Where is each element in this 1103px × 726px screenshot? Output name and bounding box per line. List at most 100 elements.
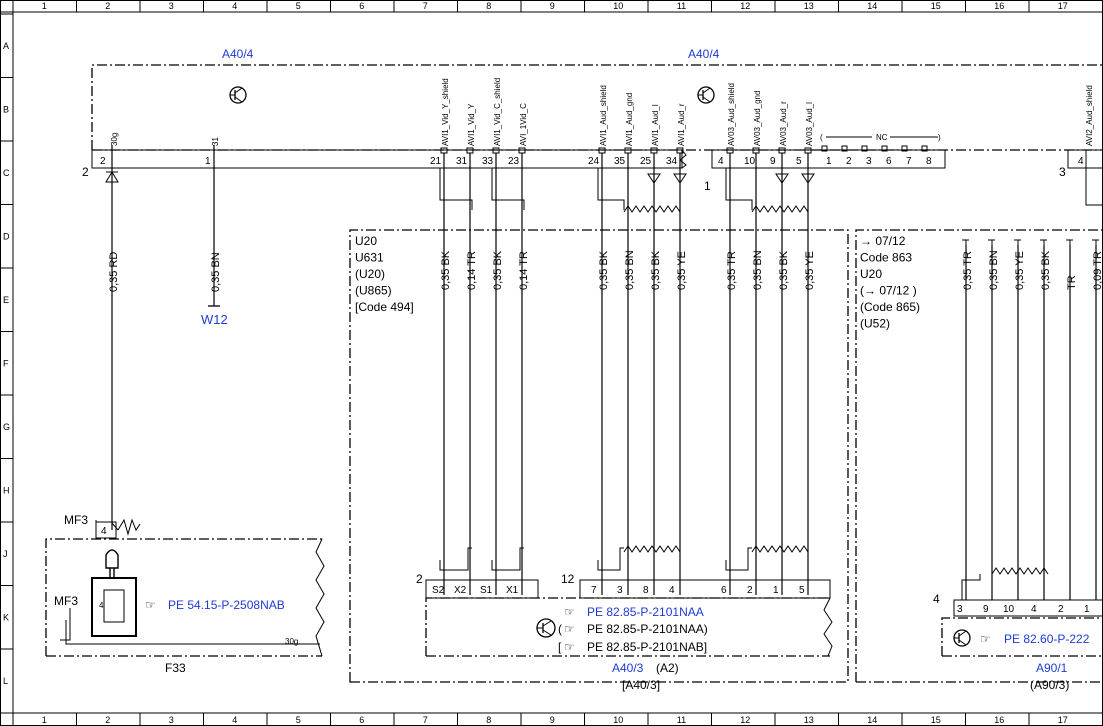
pin-label: 9 (770, 156, 776, 167)
component-label-f33[interactable]: F33 (165, 661, 186, 675)
component-label-a40-4-left: A40/4 (222, 47, 254, 61)
wire-label: 0,35 BK (598, 250, 610, 290)
shield-arrow-icon (775, 173, 789, 184)
shield-arrow-icon (647, 173, 661, 184)
nc-label: NC (876, 133, 888, 142)
code-entry: (→ 07/12 ) (860, 284, 917, 298)
signal-label: AV03_Aud_gnd (753, 91, 762, 146)
row-label: H (3, 485, 10, 495)
shield-sleeve (597, 168, 625, 210)
transistor-icon (953, 629, 971, 647)
wire-label: 0,35 BK (492, 250, 504, 290)
pin-label: 1 (773, 585, 779, 596)
component-label-a40-3[interactable]: A40/3 (612, 661, 644, 675)
fuse-pin-box (95, 521, 117, 539)
pin-label: 4 (718, 156, 724, 167)
column-label-bottom: 9 (550, 715, 555, 725)
pin-label: 2 (1058, 604, 1064, 615)
column-label-bottom: 11 (677, 715, 686, 725)
twisted-pair (623, 545, 681, 553)
column-label-bottom: 10 (613, 715, 623, 725)
label-mf3-bottom: MF3 (54, 594, 78, 608)
pin-label: 6 (886, 156, 892, 167)
signal-label: AV03_Aud_l (805, 102, 814, 146)
column-label-top: 6 (359, 1, 364, 11)
row-label: G (3, 422, 10, 432)
code-entry: (U20) (355, 267, 385, 281)
transistor-icon (536, 618, 556, 638)
wire-label: TR (1066, 275, 1078, 290)
pointing-hand-icon: ☞ (564, 640, 575, 654)
pin-label: 2 (747, 585, 753, 596)
pin-label: X2 (454, 585, 467, 596)
column-label-top: 1 (42, 1, 47, 11)
wire-label-bn: 0,35 BN (210, 252, 222, 292)
fuse-pin-label: 4 (101, 526, 107, 537)
module-a40-3-cut (823, 597, 833, 657)
code-entry: (Code 865) (860, 300, 920, 314)
shield-sleeve (725, 547, 752, 571)
module-a40-4-outline (91, 64, 1103, 150)
column-label-bottom: 2 (105, 715, 110, 725)
code-entry: U20 (355, 234, 377, 248)
signal-label: AV03_Aud_r (779, 101, 788, 146)
column-label-bottom: 4 (232, 715, 237, 725)
connector-number-2: 2 (82, 165, 89, 179)
column-label-top: 4 (232, 1, 237, 11)
pe-reference-a40-3-3[interactable]: PE 82.85-P-2101NAB] (587, 640, 707, 654)
pin-label: 1 (826, 156, 832, 167)
module-a90-1-outline (941, 617, 1103, 656)
pe-reference-a40-3-1[interactable]: PE 82.85-P-2101NAA (587, 605, 704, 619)
shield-arrow-icon (801, 173, 815, 184)
wire-label: 0,35 BK (778, 250, 790, 290)
connector-strip-mid (711, 149, 946, 169)
pin-label: 31 (456, 156, 468, 167)
ground-bus (60, 608, 320, 645)
pin-label: 2 (846, 156, 852, 167)
column-label-bottom: 6 (359, 715, 364, 725)
bottom-connector-number-12: 12 (561, 572, 575, 586)
component-label-w12[interactable]: W12 (201, 312, 228, 327)
wire-label: 0,14 TR (466, 251, 478, 290)
column-label-bottom: 13 (804, 715, 814, 725)
signal-label: AVI1_Vid_Y (467, 103, 476, 146)
component-alt-a90-1: (A90/3) (1030, 678, 1069, 692)
signal-label: 31 (211, 137, 220, 146)
row-label: J (3, 549, 8, 559)
code-entry: U631 (355, 251, 384, 265)
transistor-icon (697, 86, 715, 104)
pin-label: 8 (643, 585, 649, 596)
row-label: E (3, 295, 9, 305)
column-label-top: 16 (994, 1, 1004, 11)
wire-label: 0,35 BK (1040, 250, 1052, 290)
pin-contact (861, 145, 868, 152)
row-label: L (3, 676, 8, 686)
nc-bracket-open: ( (820, 133, 823, 142)
pe-reference-a90[interactable]: PE 82.60-P-222 (1004, 632, 1090, 646)
pin-label: 4 (669, 585, 675, 596)
component-label-a90-1[interactable]: A90/1 (1036, 661, 1068, 675)
pin-label: 1 (205, 156, 211, 167)
wire-stub-icon (1014, 239, 1021, 245)
pin-label: 10 (1003, 604, 1015, 615)
wire-stub-icon (988, 239, 995, 245)
pin-label: 10 (744, 156, 756, 167)
connector-pins-mid: 21AVI1_Vid_Y_shield31AVI1_Vid_Y33AVI1_Vi… (430, 78, 814, 169)
code-box-right (855, 229, 1103, 682)
code-entry: [Code 494] (355, 300, 414, 314)
pin-label: 4 (1078, 156, 1084, 167)
pin-label: 34 (666, 156, 678, 167)
pe-reference-a40-3-2[interactable]: PE 82.85-P-2101NAA) (587, 622, 708, 636)
connector-number-3: 3 (1059, 165, 1066, 179)
pin-label: 5 (796, 156, 802, 167)
column-label-top: 12 (740, 1, 750, 11)
code-entry: → 07/12 (860, 234, 906, 248)
pe-reference-f33[interactable]: PE 54.15-P-2508NAB (168, 598, 285, 612)
row-label: F (3, 358, 9, 368)
shield-zigzag (111, 518, 141, 536)
wire-label: 0,35 BN (752, 250, 764, 290)
pointing-hand-icon: ☞ (145, 598, 156, 612)
row-label: A (3, 41, 9, 51)
